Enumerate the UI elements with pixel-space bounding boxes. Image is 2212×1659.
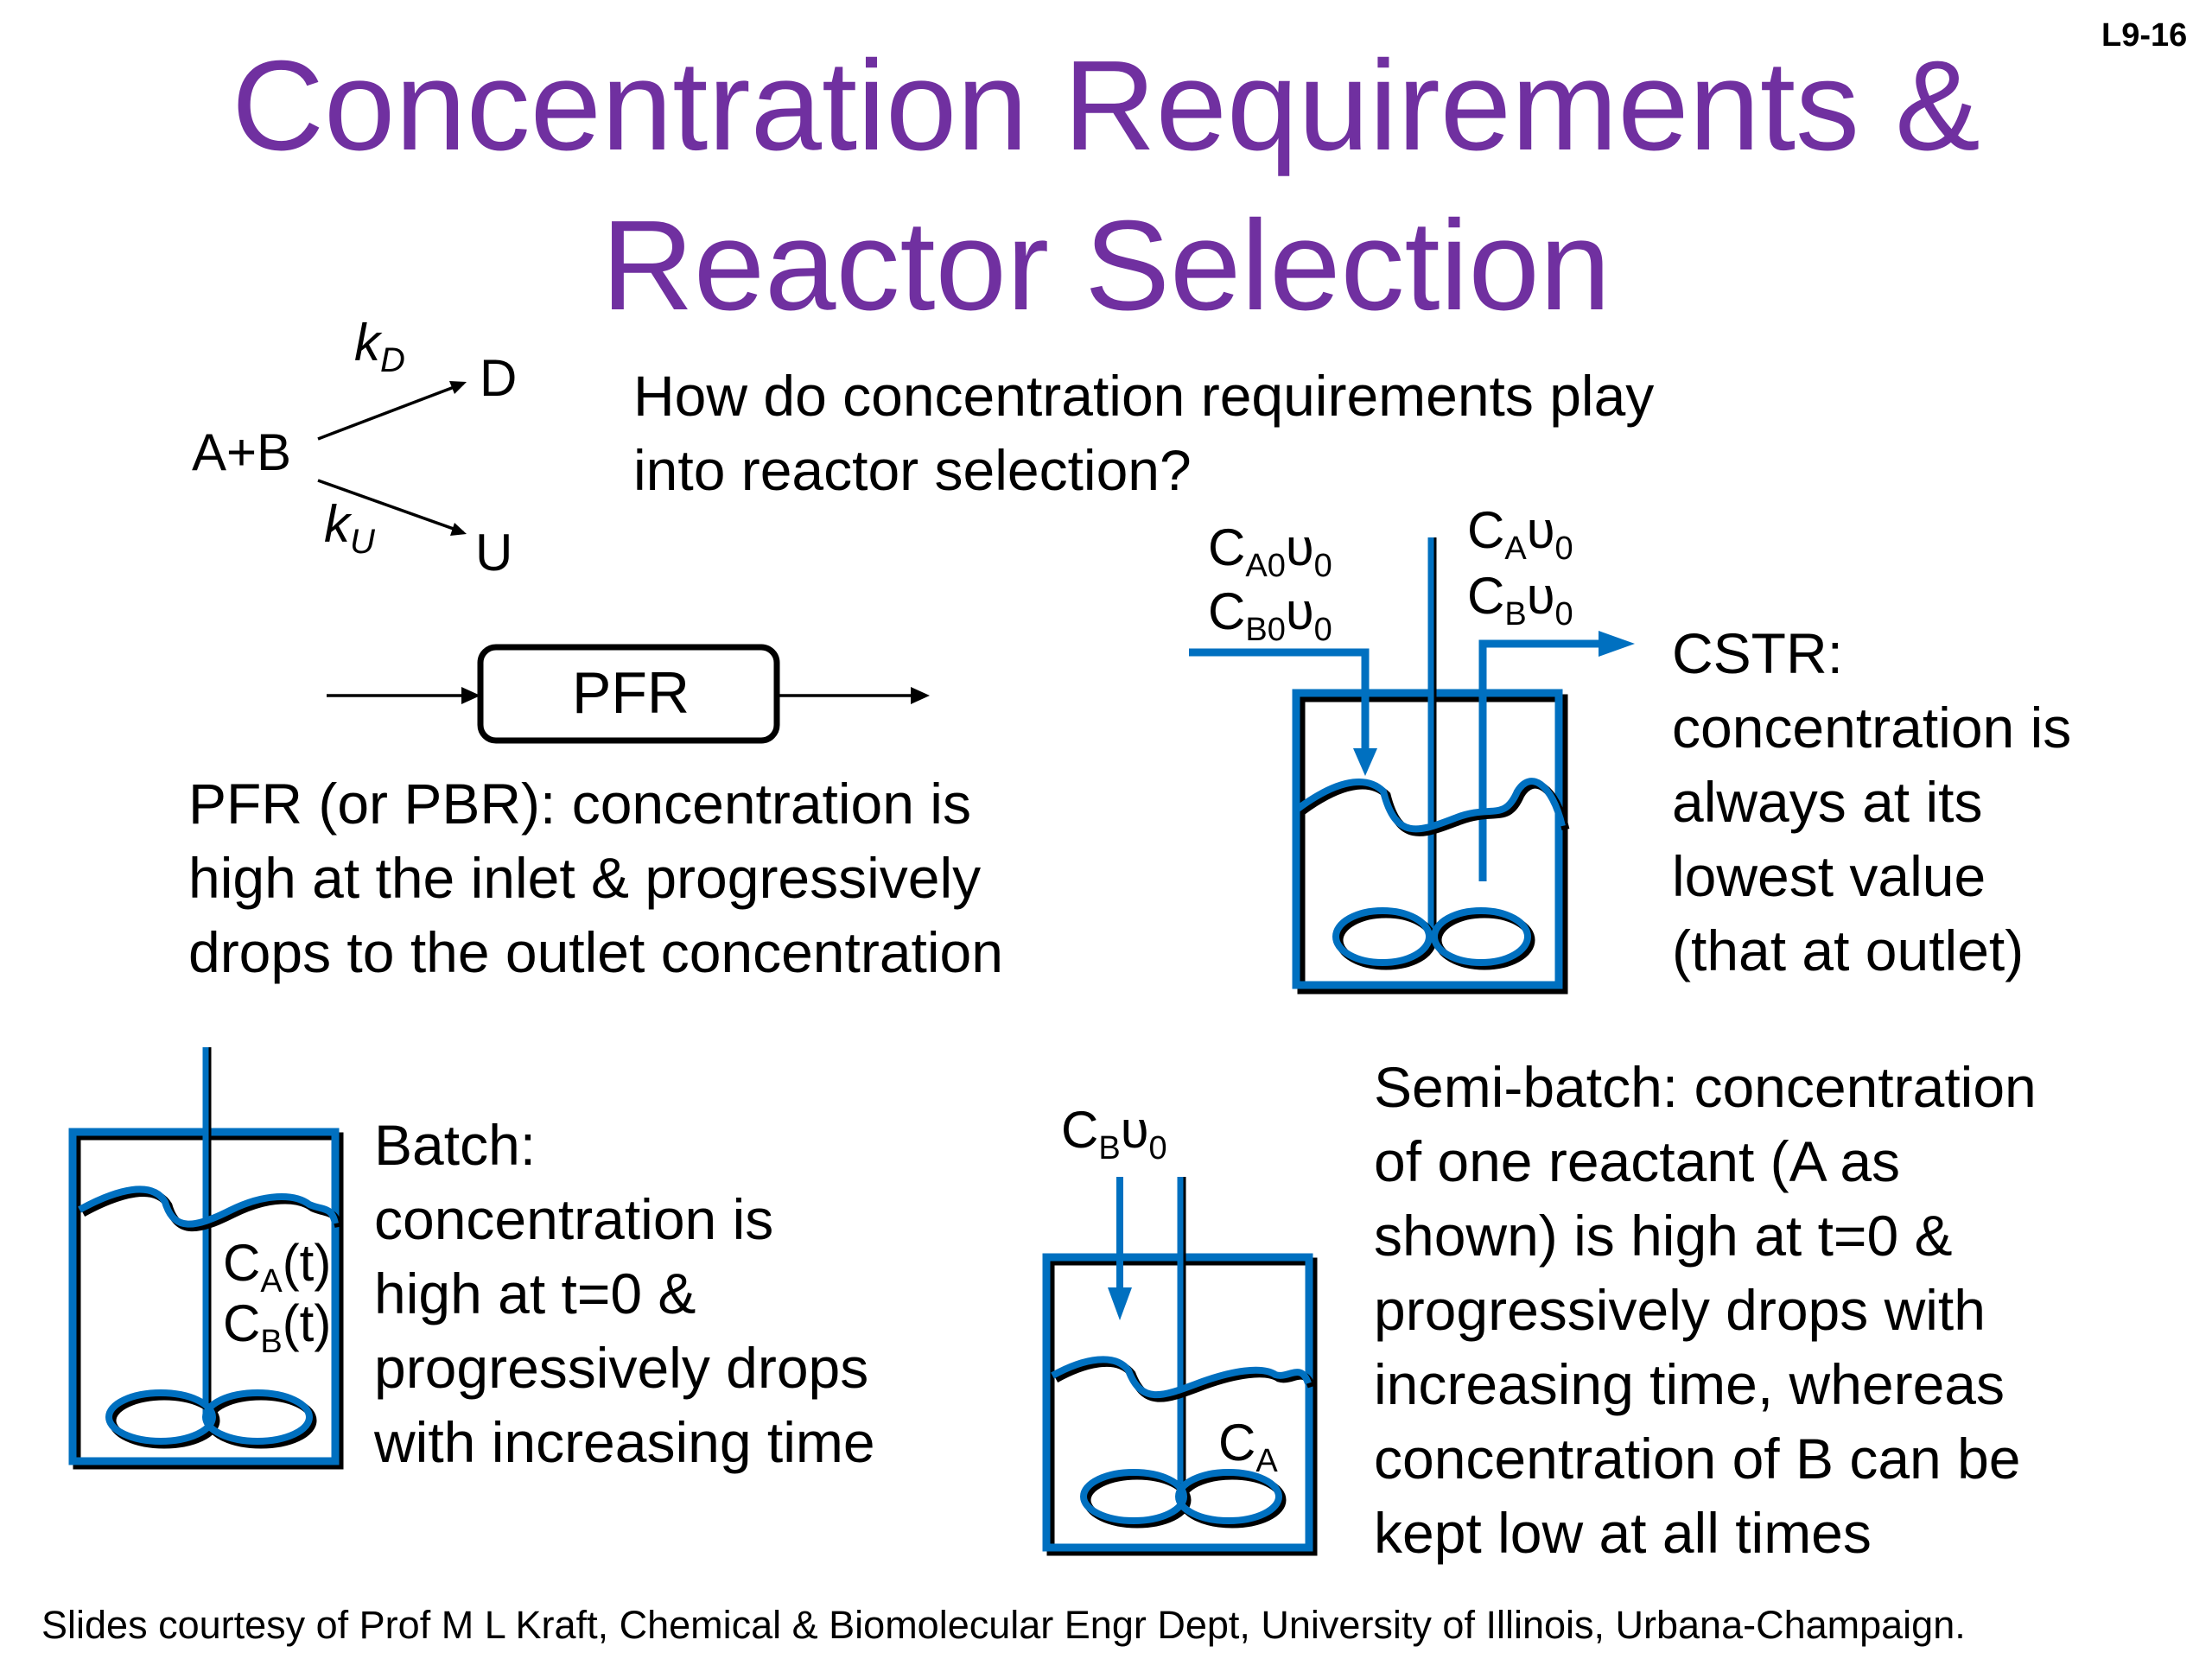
cstr-vessel [1292, 689, 1563, 989]
pfr-diagram [327, 644, 930, 744]
page-title: Concentration Requirements & Reactor Sel… [0, 26, 2212, 346]
batch-diagram [68, 1047, 344, 1470]
arrow-to-u [317, 479, 464, 534]
reaction-arrows [317, 381, 467, 536]
cstr-diagram [1189, 537, 1635, 995]
product-u-label: U [475, 524, 513, 582]
pfr-box-label: PFR [572, 660, 690, 726]
pfr-box [477, 644, 780, 744]
batch-description: Batch: concentration is high at t=0 & pr… [374, 1113, 875, 1474]
semibatch-ca-label: CA [1218, 1414, 1278, 1480]
cstr-out-a-label: CAυ0 [1467, 501, 1573, 568]
rate-constant-ku: kU [324, 495, 375, 561]
semibatch-description: Semi-batch: concentration of one reactan… [1374, 1055, 2037, 1565]
semibatch-diagram [1042, 1177, 1318, 1556]
semibatch-feed-b-label: CBυ0 [1061, 1101, 1167, 1167]
rate-constant-kd: kD [354, 314, 405, 379]
title-line-1: Concentration Requirements & [232, 35, 1980, 177]
question-text: How do concentration requirements play i… [633, 364, 1655, 502]
cstr-description: CSTR: concentration is always at its low… [1672, 621, 2072, 982]
slide-number: L9-16 [2101, 17, 2188, 54]
arrow-to-d [317, 382, 464, 441]
cstr-out-b-label: CBυ0 [1467, 567, 1573, 633]
cstr-feed-b-label: CB0υ0 [1208, 582, 1332, 649]
batch-ca-label: CA(t) [223, 1234, 332, 1300]
reactants-label: A+B [192, 423, 292, 481]
batch-cb-label: CB(t) [223, 1294, 332, 1361]
pfr-description: PFR (or PBR): concentration is high at t… [188, 772, 1003, 984]
product-d-label: D [480, 349, 518, 407]
arrow-to-d-head [449, 381, 467, 394]
cstr-feed-a-label: CA0υ0 [1208, 518, 1332, 585]
arrow-to-u-head [450, 523, 467, 536]
title-line-2: Reactor Selection [601, 194, 1611, 337]
footer-credit: Slides courtesy of Prof M L Kraft, Chemi… [41, 1603, 1966, 1647]
